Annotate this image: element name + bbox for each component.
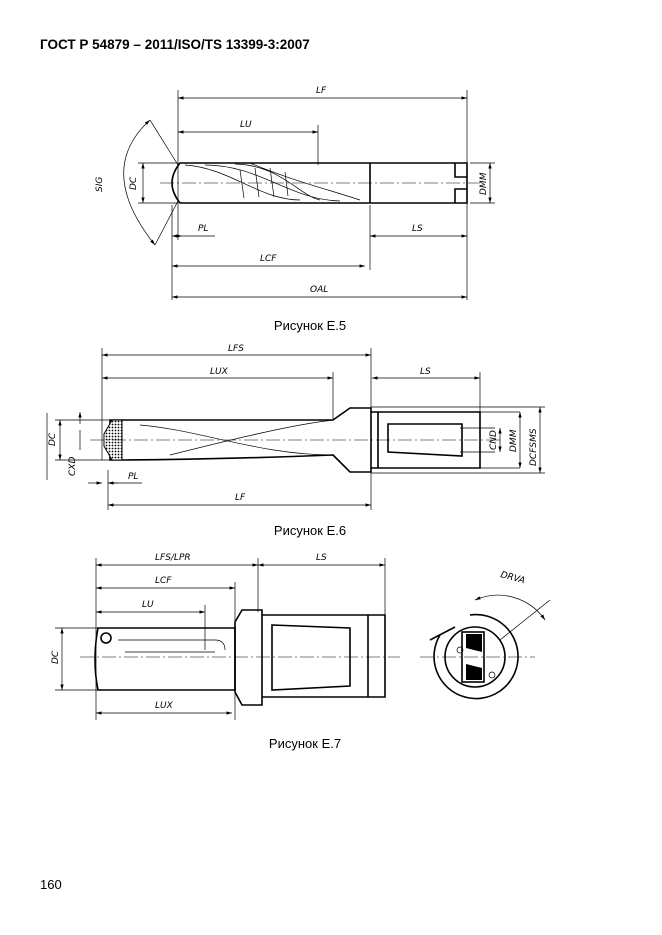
- dim-label-DCFSMS: DCFSMS: [529, 428, 539, 466]
- dim-label-LFS-LPR: LFS/LPR: [155, 553, 191, 563]
- dim-label-LCF: LCF: [155, 576, 172, 586]
- document-header: ГОСТ Р 54879 – 2011/ISO/TS 13399-3:2007: [40, 37, 310, 52]
- dim-label-DMM: DMM: [509, 429, 519, 452]
- figure-e7-drawing: LFS/LPR LS LCF LU DC LUX DRVA: [51, 553, 551, 720]
- dim-label-LS: LS: [412, 224, 423, 234]
- figure-e5-drawing: LF LU SIG DC DMM PL LS LCF OAL: [95, 86, 495, 300]
- dim-label-LF: LF: [316, 86, 327, 96]
- dim-label-LCF: LCF: [260, 254, 277, 264]
- dim-label-CND: CND: [489, 430, 499, 450]
- dim-label-LS: LS: [420, 367, 431, 377]
- dim-label-OAL: OAL: [310, 285, 328, 295]
- dim-label-LU: LU: [142, 600, 154, 610]
- dim-label-DMM: DMM: [479, 172, 489, 195]
- dim-label-DC: DC: [51, 650, 61, 664]
- end-view: [420, 594, 551, 700]
- dim-label-DC: DC: [48, 432, 58, 446]
- dim-label-LUX: LUX: [210, 367, 229, 377]
- figure-caption-e6: Рисунок Е.6: [273, 523, 347, 538]
- figure-caption-e5: Рисунок Е.5: [273, 318, 347, 333]
- dim-label-LFS: LFS: [228, 344, 244, 354]
- dim-label-LU: LU: [240, 120, 252, 130]
- dim-label-SIG: SIG: [95, 177, 105, 192]
- dim-label-PL: PL: [128, 472, 138, 482]
- dim-label-LUX: LUX: [155, 701, 174, 711]
- dim-label-LS: LS: [316, 553, 327, 563]
- dim-label-DC: DC: [129, 176, 139, 190]
- dim-label-DRVA: DRVA: [499, 570, 526, 586]
- figure-e6-drawing: LFS LUX LS DC CXD PL LF CND DMM DCFSMS: [46, 344, 545, 510]
- dim-label-PL: PL: [198, 224, 208, 234]
- dim-label-CXD: CXD: [68, 457, 78, 476]
- figure-caption-e7: Рисунок Е.7: [268, 736, 342, 751]
- page-number: 160: [40, 877, 62, 892]
- dim-label-LF: LF: [235, 493, 246, 503]
